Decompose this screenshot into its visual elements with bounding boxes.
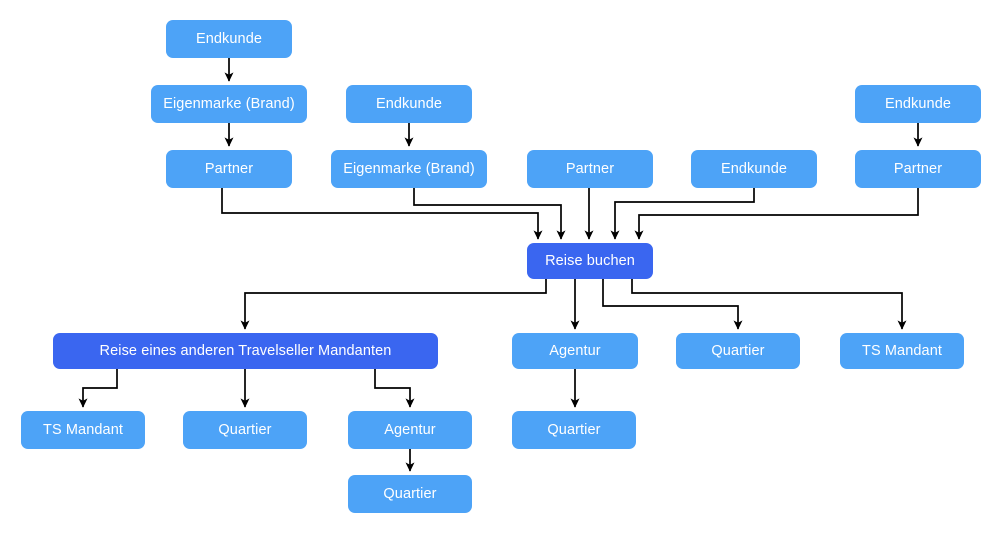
edge-partner3-to-reise-buchen <box>634 188 919 240</box>
node-n17[interactable]: Agentur <box>348 411 472 449</box>
edge-endkunde-mid-to-reise-buchen <box>610 188 755 240</box>
node-label: Quartier <box>218 421 272 438</box>
node-n11[interactable]: Reise eines anderen Travelseller Mandant… <box>53 333 438 369</box>
node-n13[interactable]: Quartier <box>676 333 800 369</box>
node-n14[interactable]: TS Mandant <box>840 333 964 369</box>
node-n6[interactable]: Partner <box>527 150 653 188</box>
node-label: Endkunde <box>884 95 952 112</box>
node-label: Endkunde <box>375 95 443 112</box>
node-n4[interactable]: Endkunde <box>346 85 472 123</box>
node-label: Eigenmarke (Brand) <box>343 160 475 177</box>
edge-reise-buchen-to-quartier <box>602 279 743 330</box>
node-label: Reise eines anderen Travelseller Mandant… <box>99 342 392 359</box>
edge-reise-buchen-to-ts-mandant <box>631 279 907 330</box>
node-n10[interactable]: Reise buchen <box>527 243 653 279</box>
edge-reise-anderen-to-agentur <box>374 369 415 408</box>
node-label: Eigenmarke (Brand) <box>163 95 295 112</box>
node-label: TS Mandant <box>43 421 123 438</box>
node-n16[interactable]: Quartier <box>183 411 307 449</box>
node-label: Endkunde <box>720 160 788 177</box>
node-n15[interactable]: TS Mandant <box>21 411 145 449</box>
node-label: Endkunde <box>195 30 263 47</box>
node-label: Quartier <box>711 342 765 359</box>
node-n7[interactable]: Endkunde <box>691 150 817 188</box>
node-n8[interactable]: Endkunde <box>855 85 981 123</box>
edge-reise-buchen-to-reise-anderen-mandanten <box>240 279 547 330</box>
edge-partner1-to-reise-buchen <box>221 188 543 240</box>
node-n2[interactable]: Eigenmarke (Brand) <box>151 85 307 123</box>
node-label: Agentur <box>549 342 601 359</box>
node-label: Quartier <box>383 485 437 502</box>
node-n18[interactable]: Quartier <box>512 411 636 449</box>
node-n1[interactable]: Endkunde <box>166 20 292 58</box>
node-label: Quartier <box>547 421 601 438</box>
node-label: Partner <box>204 160 254 177</box>
node-n3[interactable]: Partner <box>166 150 292 188</box>
node-label: Partner <box>565 160 615 177</box>
node-n9[interactable]: Partner <box>855 150 981 188</box>
node-n19[interactable]: Quartier <box>348 475 472 513</box>
edge-eigenmarke2-to-reise-buchen <box>413 188 566 240</box>
node-label: Partner <box>893 160 943 177</box>
node-label: Reise buchen <box>545 252 635 269</box>
node-label: TS Mandant <box>862 342 942 359</box>
node-n5[interactable]: Eigenmarke (Brand) <box>331 150 487 188</box>
node-n12[interactable]: Agentur <box>512 333 638 369</box>
node-label: Agentur <box>384 421 436 438</box>
edge-reise-anderen-to-ts-mandant <box>78 369 118 408</box>
